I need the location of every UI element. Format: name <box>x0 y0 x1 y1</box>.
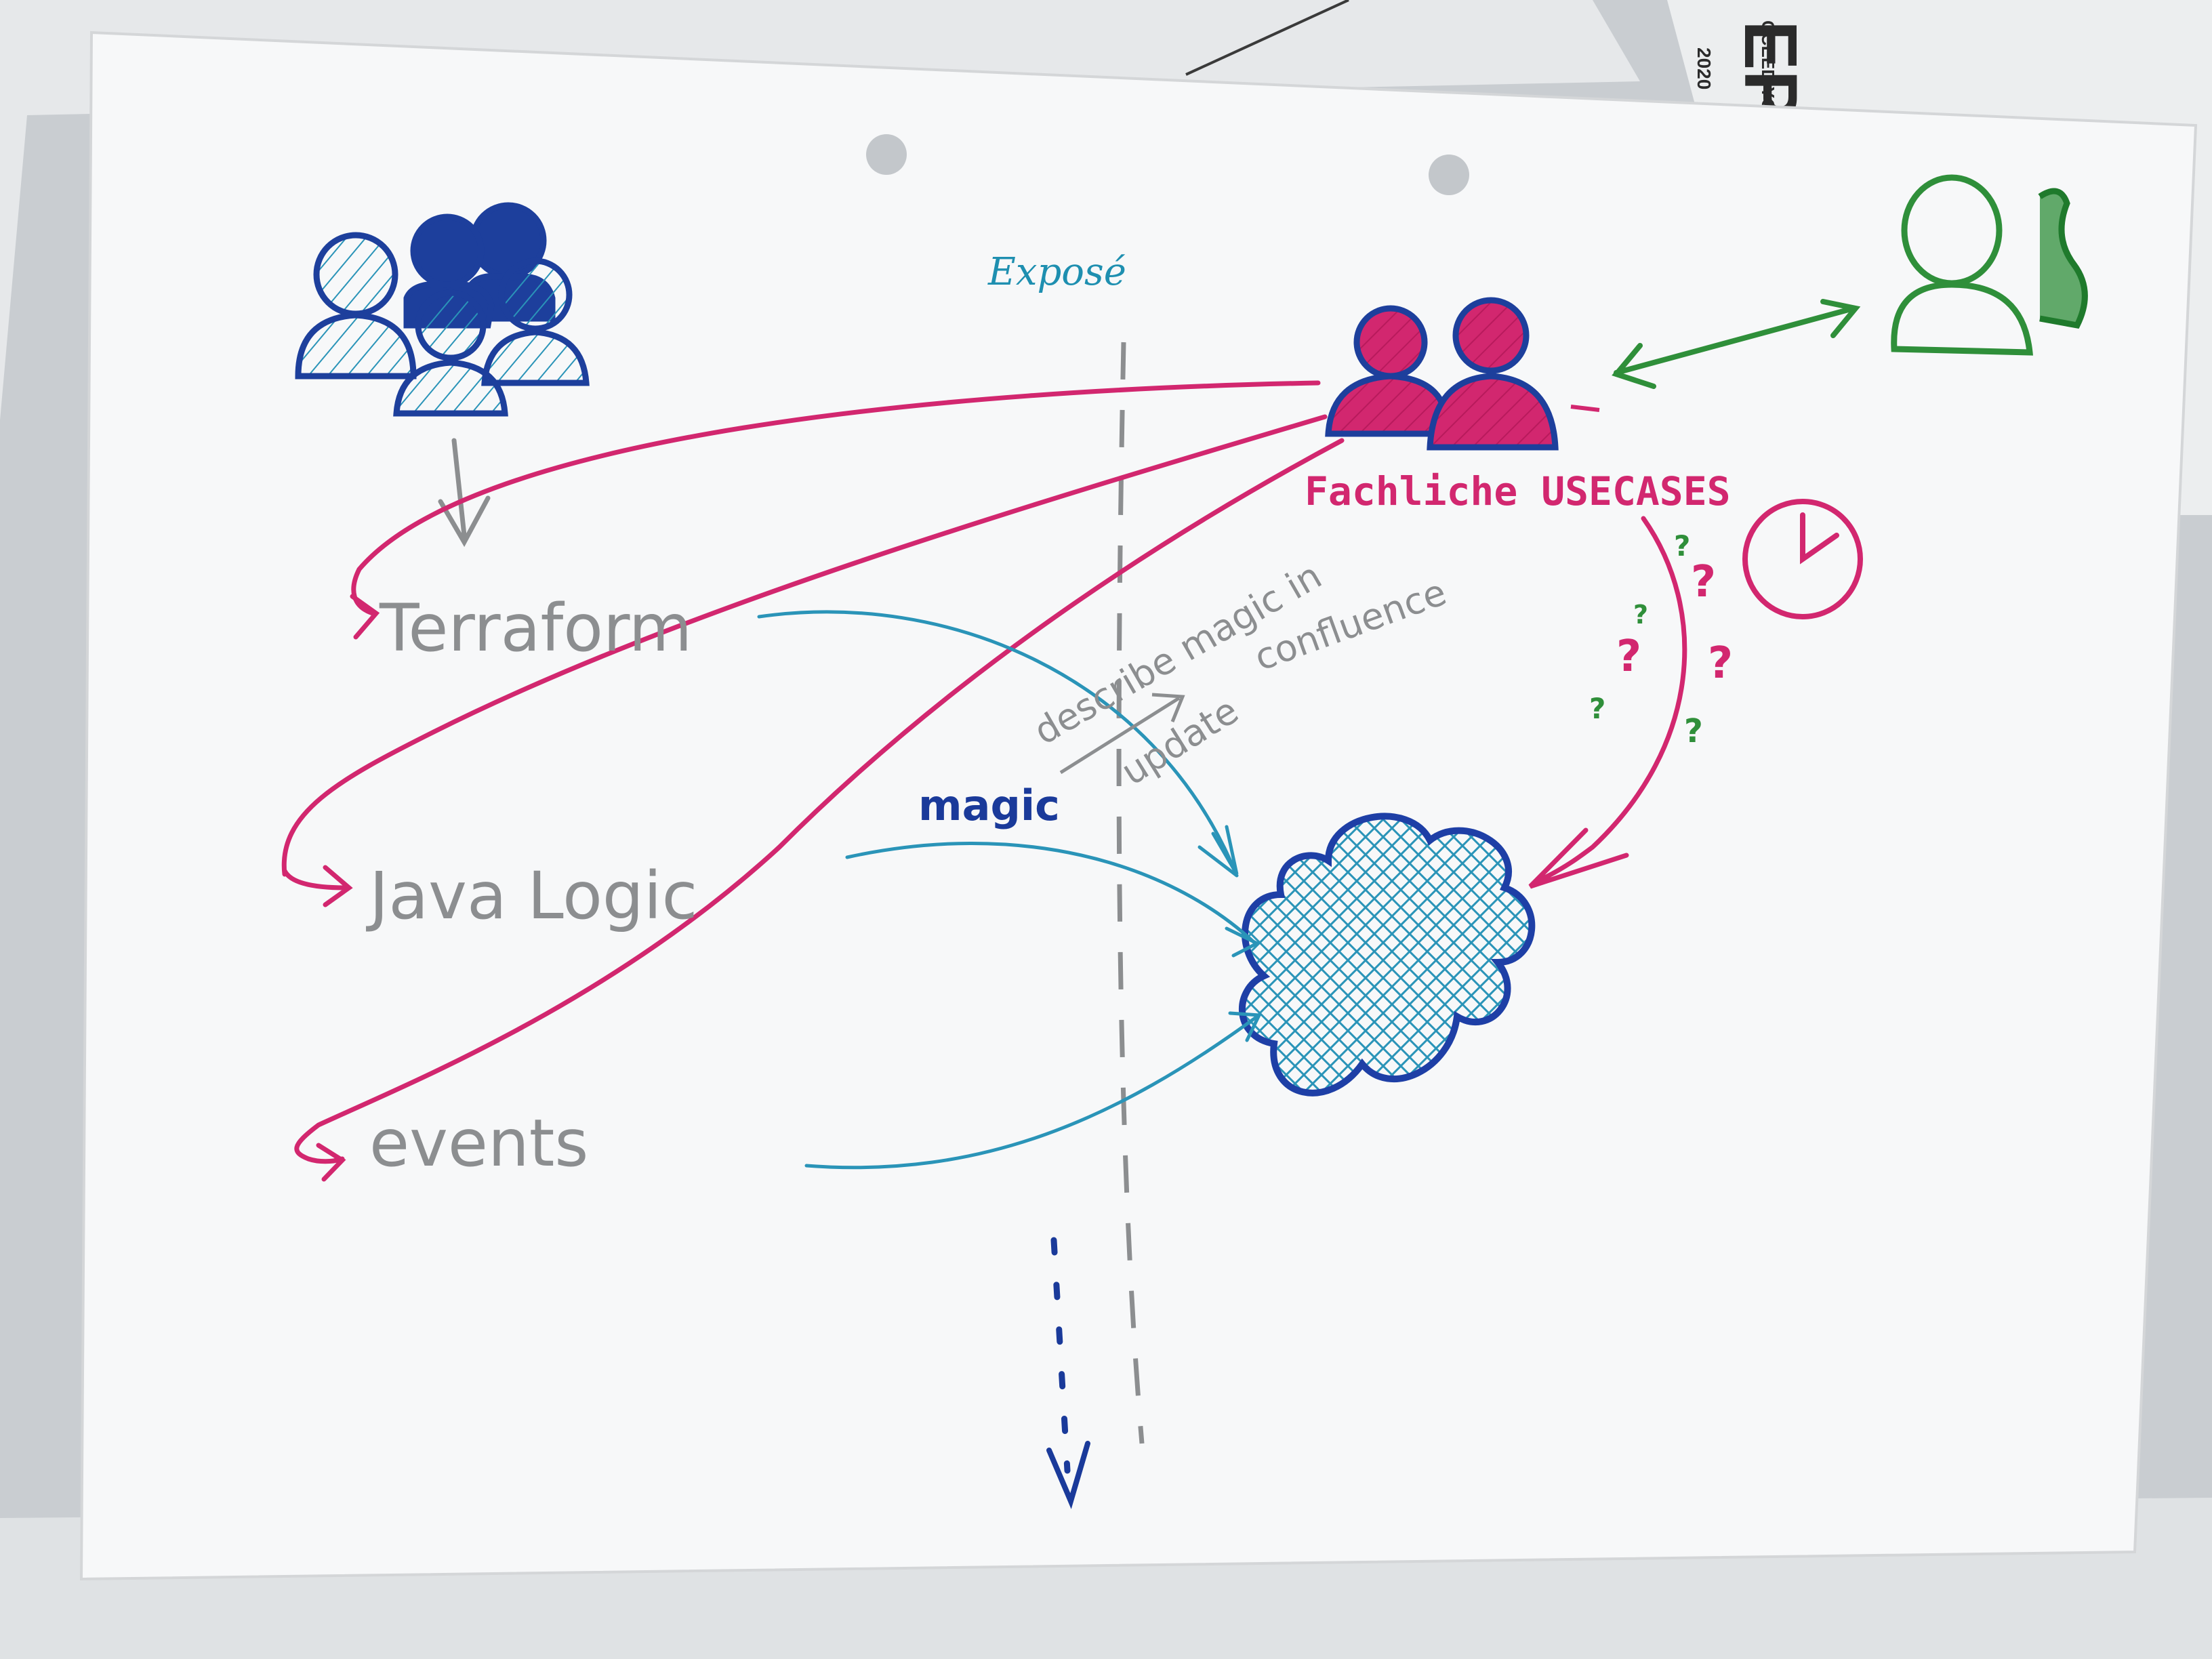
crowd-to-terraform-arrow <box>438 438 491 548</box>
stakeholder-exchange-arrow <box>1612 299 1861 389</box>
continuation-arrow <box>1046 1237 1090 1509</box>
svg-text:?: ? <box>1589 692 1605 725</box>
pink-dash <box>1570 405 1600 412</box>
java-logic-label: Java Logic <box>366 858 697 934</box>
terraform-label: Terraform <box>379 590 692 666</box>
fachliche-usecases-label: Fachliche USECASES <box>1305 468 1731 514</box>
events-to-cloud-flow <box>804 1015 1259 1170</box>
paper-sheet <box>79 30 2198 1581</box>
people-group-icon <box>295 202 590 417</box>
expose-label: Exposé <box>987 250 1126 294</box>
update-arrow <box>1059 693 1185 775</box>
svg-text:?: ? <box>1674 529 1690 562</box>
usecase-to-terraform-arrow <box>351 380 1321 616</box>
question-marks: ? ? ? ? ? ? ? <box>1589 529 1733 750</box>
person-icon <box>1891 174 2088 356</box>
sheet-edge-line <box>1185 0 1349 76</box>
java-arrowhead <box>282 865 353 907</box>
svg-text:?: ? <box>1633 600 1648 630</box>
punch-hole-right <box>1429 155 1469 195</box>
terraform-to-cloud-flow <box>757 610 1235 869</box>
punch-hole-left <box>866 134 907 175</box>
corner-year: 2020 <box>1694 47 1715 89</box>
clock-icon <box>1742 499 1863 619</box>
usecase-to-events-arrow <box>294 438 1345 1182</box>
magic-label: magic <box>918 781 1060 830</box>
usecase-to-java-arrow <box>281 414 1328 877</box>
svg-text:?: ? <box>1616 632 1641 682</box>
java-to-cloud-flow <box>845 842 1256 944</box>
usecase-arrows <box>281 380 1687 1182</box>
people-pair-icon <box>1325 297 1559 451</box>
flow-arrows <box>757 610 1262 1170</box>
terraform-arrowhead <box>350 594 380 640</box>
svg-text:?: ? <box>1708 638 1733 689</box>
events-label: events <box>369 1105 588 1181</box>
usecase-to-cloud-arrow <box>1528 516 1687 889</box>
svg-text:?: ? <box>1691 557 1716 607</box>
svg-text:?: ? <box>1684 712 1703 750</box>
